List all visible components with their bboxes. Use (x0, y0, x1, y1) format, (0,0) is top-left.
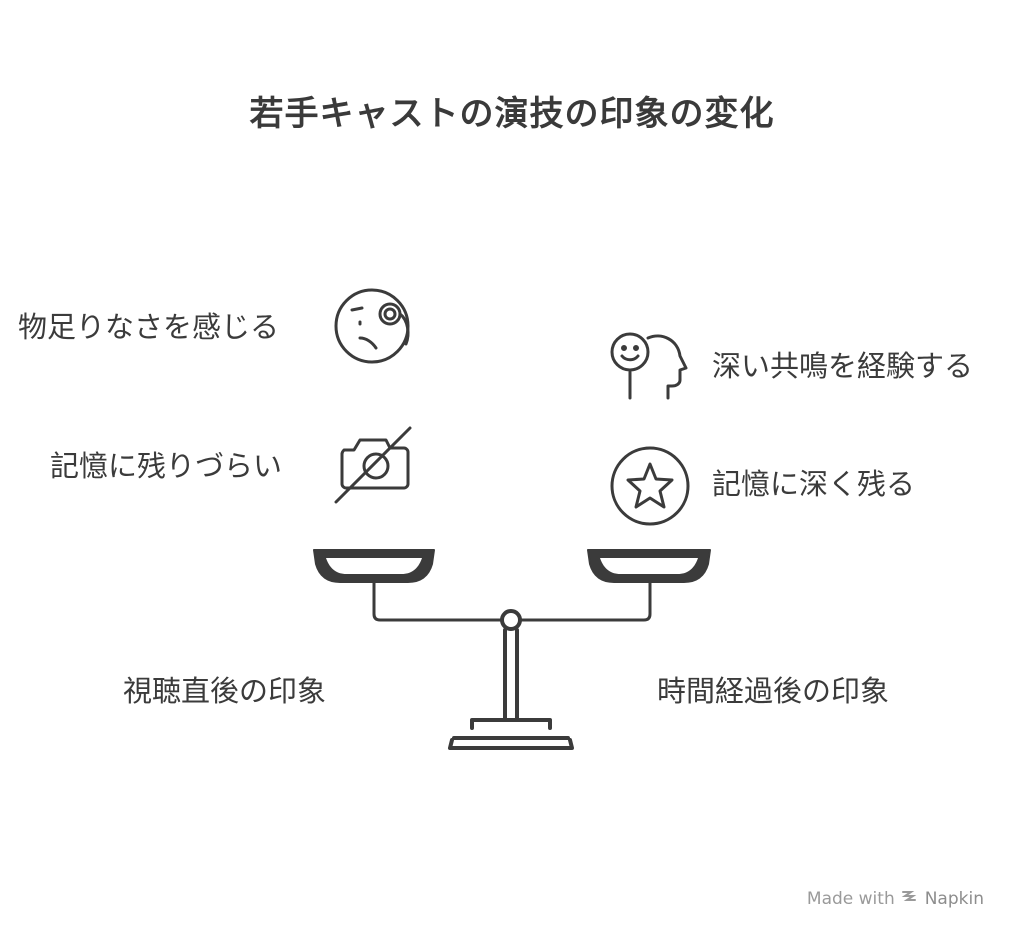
right-item-1-label: 深い共鳴を経験する (712, 349, 974, 383)
right-item-2-label: 記憶に深く残る (712, 467, 916, 501)
smiling-head-icon (604, 328, 694, 404)
diagram-title: 若手キャストの演技の印象の変化 (249, 94, 775, 134)
made-with-napkin: Made with Napkin (807, 888, 984, 909)
camera-off-icon (332, 424, 416, 508)
balance-scale-icon (300, 540, 730, 764)
left-heading: 視聴直後の印象 (123, 674, 327, 708)
star-circle-icon (608, 444, 692, 528)
left-item-1-label: 物足りなさを感じる (18, 310, 280, 344)
napkin-brand: Napkin (924, 888, 984, 909)
made-with-text: Made with (806, 888, 895, 909)
napkin-logo-icon (901, 888, 919, 909)
left-item-2-label: 記憶に残りづらい (50, 449, 283, 483)
monocle-face-icon (332, 286, 416, 366)
right-heading: 時間経過後の印象 (657, 674, 890, 708)
